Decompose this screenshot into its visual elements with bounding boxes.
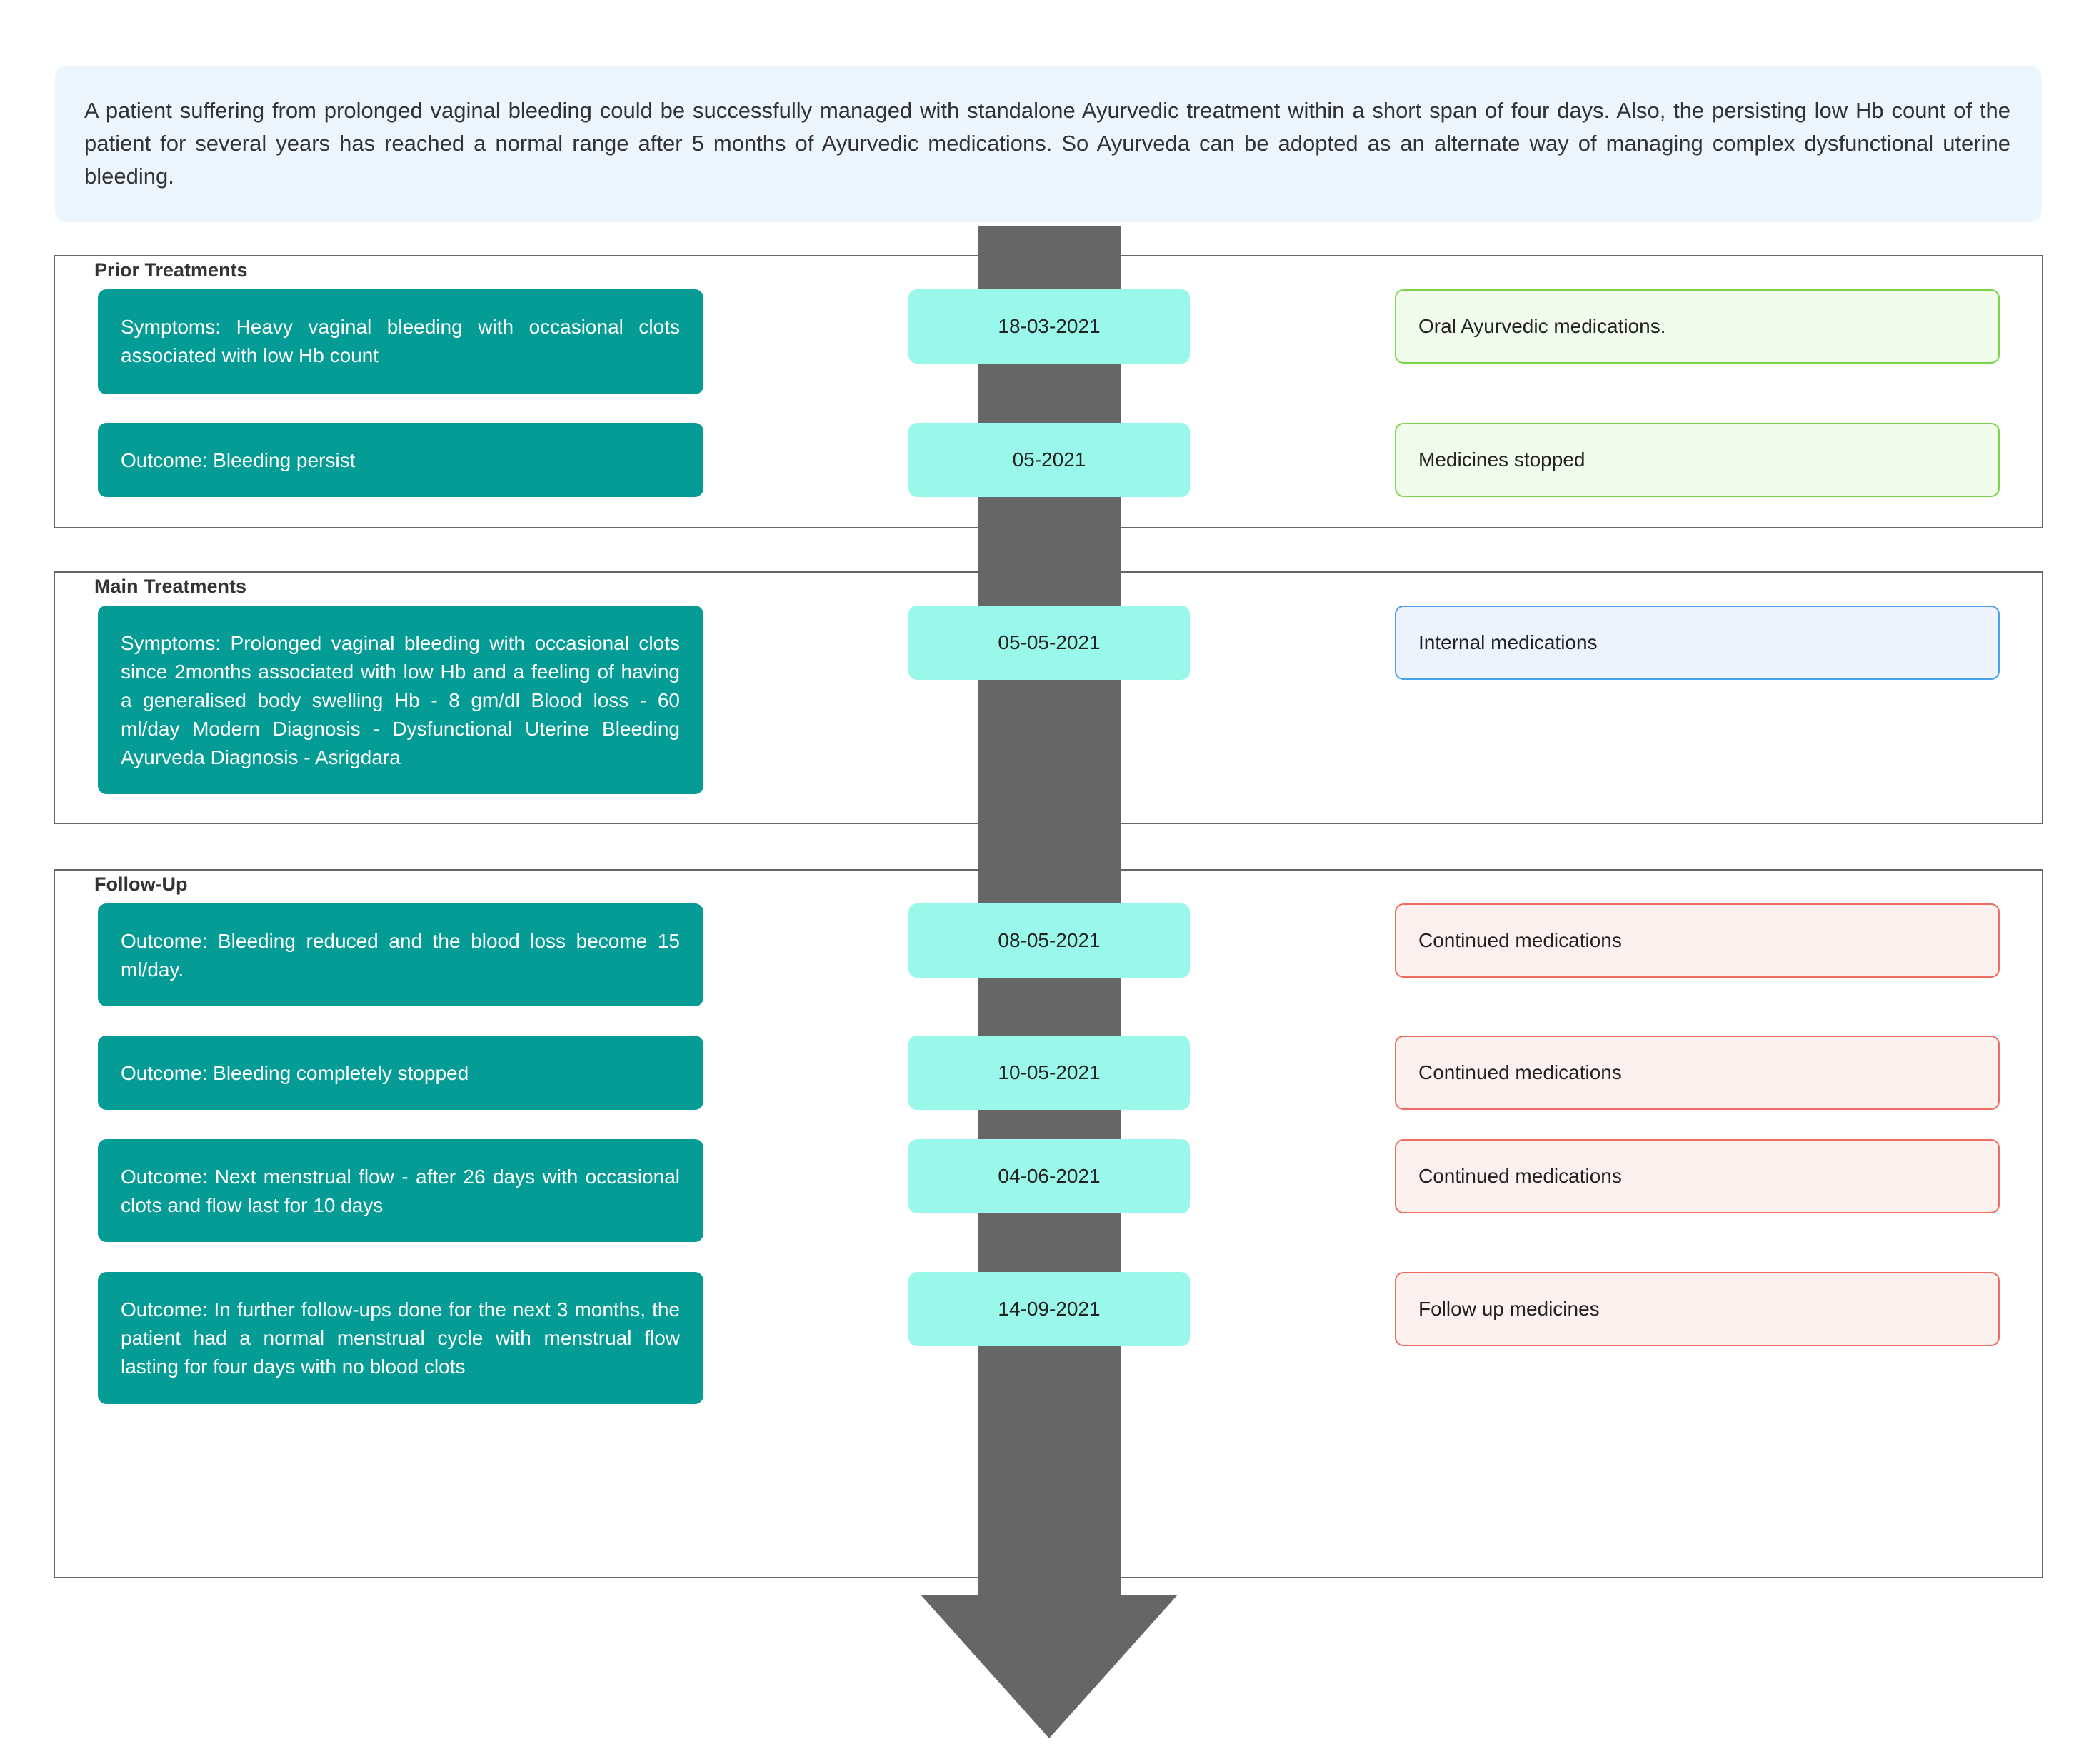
section-prior-treatments: Prior Treatments [54, 255, 2043, 528]
date-box: 14-09-2021 [908, 1272, 1190, 1346]
date-box: 04-06-2021 [908, 1139, 1190, 1213]
treatment-box: Continued medications [1395, 1139, 2000, 1213]
treatment-box: Follow up medicines [1395, 1272, 2000, 1346]
section-title: Prior Treatments [94, 259, 248, 281]
date-box: 18-03-2021 [908, 289, 1190, 364]
treatment-box: Oral Ayurvedic medications. [1395, 289, 2000, 364]
outcome-box: Outcome: In further follow-ups done for … [98, 1272, 703, 1404]
date-box: 08-05-2021 [908, 903, 1190, 978]
section-title: Follow-Up [94, 873, 188, 895]
outcome-box: Outcome: Bleeding completely stopped [98, 1036, 703, 1110]
section-main-treatments: Main Treatments [54, 571, 2043, 824]
timeline-arrow-head [921, 1595, 1178, 1738]
section-follow-up: Follow-Up [54, 869, 2043, 1578]
section-title: Main Treatments [94, 576, 247, 597]
symptom-box: Symptoms: Heavy vaginal bleeding with oc… [98, 289, 703, 394]
treatment-box: Continued medications [1395, 903, 2000, 978]
treatment-box: Internal medications [1395, 606, 2000, 680]
outcome-box: Outcome: Bleeding reduced and the blood … [98, 903, 703, 1006]
summary-text: A patient suffering from prolonged vagin… [55, 66, 2042, 222]
treatment-box: Medicines stopped [1395, 423, 2000, 497]
date-box: 05-2021 [908, 423, 1190, 497]
treatment-box: Continued medications [1395, 1036, 2000, 1110]
date-box: 05-05-2021 [908, 606, 1190, 680]
date-box: 10-05-2021 [908, 1036, 1190, 1110]
outcome-box: Outcome: Next menstrual flow - after 26 … [98, 1139, 703, 1242]
outcome-box: Outcome: Bleeding persist [98, 423, 703, 497]
symptom-box: Symptoms: Prolonged vaginal bleeding wit… [98, 606, 703, 794]
